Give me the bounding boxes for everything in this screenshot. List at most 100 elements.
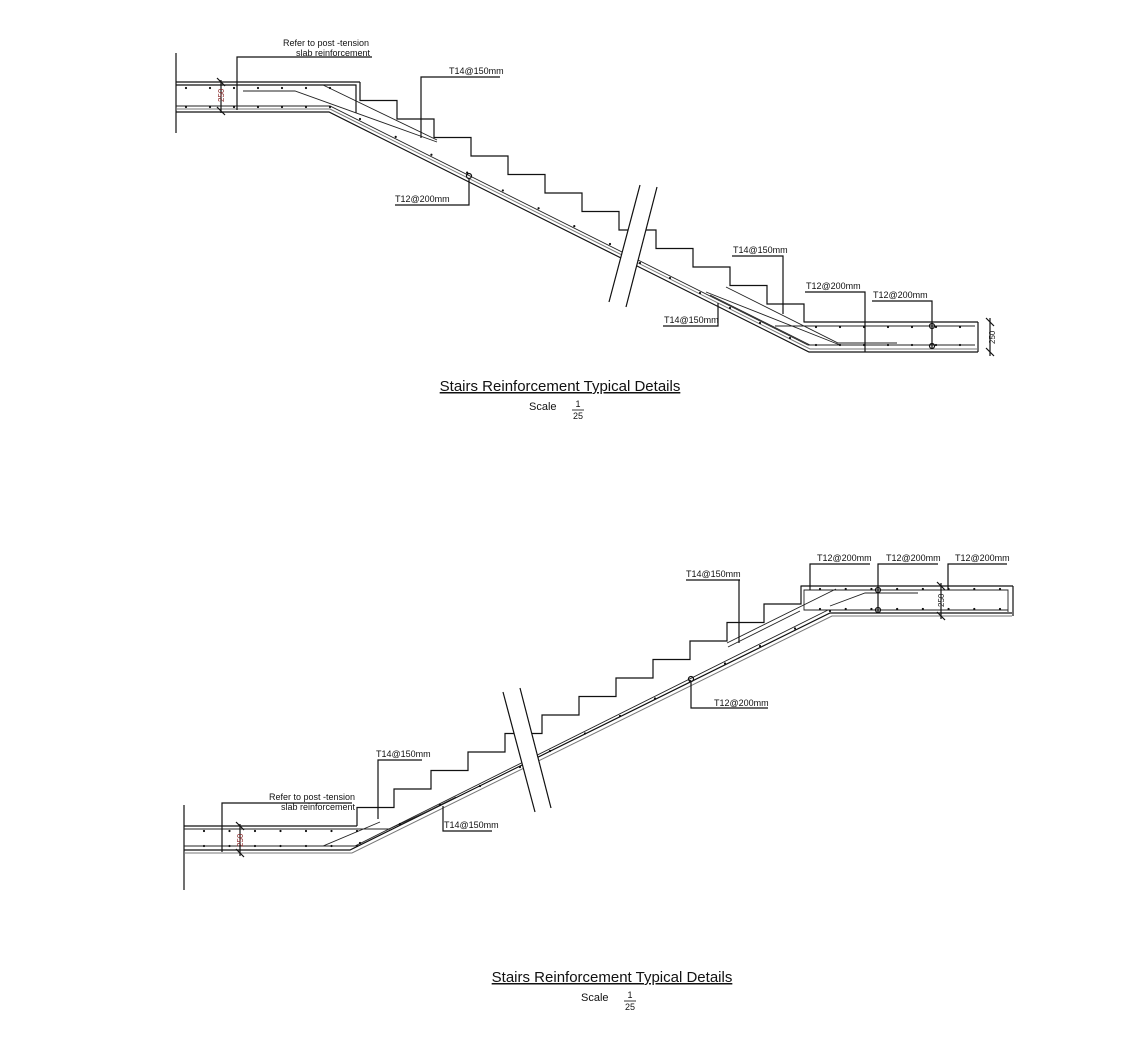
rebar-diagonal-upper	[726, 588, 837, 644]
rebar-dot	[958, 343, 962, 347]
rebar-dot	[358, 841, 362, 845]
rebar-dot	[304, 829, 308, 833]
soffit-line-outer	[176, 111, 978, 353]
rebar-dot	[328, 105, 332, 109]
label-leader	[809, 563, 870, 590]
rebar-dot	[728, 306, 732, 310]
rebar-dot	[653, 697, 657, 700]
rebar-label: T12@200mm	[395, 194, 450, 204]
rebar-dot	[548, 749, 552, 753]
rebar-dot	[788, 336, 792, 340]
soffit-line	[184, 612, 1012, 851]
rebar-dot	[896, 607, 899, 611]
rebar-dot	[828, 609, 832, 613]
rebar-dot	[304, 86, 308, 90]
rebar-dot	[998, 607, 1002, 611]
label-leader	[420, 76, 500, 138]
rebar-section-circle	[874, 606, 882, 614]
rebar-dot	[870, 607, 873, 611]
rebar-label: T12@200mm	[955, 553, 1010, 563]
rebar-dot	[814, 343, 818, 347]
rebar-label: T12@200mm	[886, 553, 941, 563]
rebar-section-circle	[874, 586, 882, 594]
rebar-dot	[838, 325, 842, 329]
rebar-dot	[698, 291, 702, 295]
rebar-section-circle	[687, 675, 695, 683]
rebar-dot	[304, 844, 308, 848]
scale-numerator: 1	[575, 399, 580, 409]
rebar-dot	[208, 86, 212, 90]
scale-denominator: 25	[625, 1002, 635, 1012]
rebar-dot	[328, 86, 332, 90]
rebar-dots	[184, 86, 962, 347]
rebar-label: T12@200mm	[714, 698, 769, 708]
stair-steps-outline	[356, 585, 802, 826]
rebar-dot	[886, 343, 890, 347]
rebar-label: T12@200mm	[817, 553, 872, 563]
rebar-section-circle	[928, 322, 936, 330]
label-leader	[732, 255, 784, 314]
rebar-bent	[263, 821, 381, 847]
rebar-dot	[280, 105, 284, 109]
rebar-dot	[279, 844, 282, 848]
note-leader	[236, 56, 372, 110]
rebar-dot	[438, 803, 442, 807]
label-leader	[377, 759, 422, 819]
rebar-dot	[202, 844, 206, 848]
break-line	[608, 184, 641, 303]
label-leader	[738, 579, 740, 643]
rebar-bent-landing	[829, 592, 918, 607]
dimension-tick	[216, 106, 226, 116]
rebar-dot	[723, 662, 727, 665]
rebar-dot	[355, 844, 359, 848]
rebar-dot	[478, 784, 482, 788]
rebar-dot	[256, 105, 260, 109]
rebar-dot	[934, 325, 938, 329]
note-text: slab reinforcement	[281, 802, 356, 812]
break-line	[502, 691, 536, 813]
label-leader	[947, 563, 1007, 590]
rebar-dot	[958, 325, 962, 329]
rebar-dot	[814, 325, 818, 329]
rebar-dot	[844, 607, 847, 611]
note-text: slab reinforcement	[296, 48, 371, 58]
rebar-dot	[280, 86, 284, 90]
label-leader	[395, 178, 470, 206]
rebar-dot	[608, 242, 612, 246]
rebar-dot	[228, 844, 231, 848]
drawing-title: Stairs Reinforcement Typical Details	[492, 969, 733, 986]
dimension-text: 250	[937, 593, 946, 607]
bottom-rebar	[176, 105, 975, 346]
rebar-dot	[184, 86, 188, 90]
rebar-dot	[638, 261, 642, 265]
rebar-dot	[886, 325, 890, 329]
break-gap	[609, 185, 657, 307]
break-line	[519, 687, 552, 809]
rebar-dot	[910, 325, 914, 329]
break-gap	[503, 688, 551, 812]
rebar-dot	[228, 829, 231, 833]
rebar-dot	[573, 225, 576, 228]
rebar-label: T14@150mm	[449, 66, 504, 76]
rebar-dot	[973, 587, 976, 591]
rebar-dot	[208, 105, 212, 109]
dimension-text: 250	[236, 833, 245, 847]
rebar-dot	[232, 105, 236, 109]
rebar-dot	[921, 607, 924, 611]
rebar-dot	[793, 627, 797, 630]
rebar-label: T14@150mm	[376, 749, 431, 759]
rebar-dot	[398, 822, 402, 826]
note-text: Refer to post -tension	[269, 792, 355, 802]
rebar-lap	[419, 796, 457, 816]
rebar-dot	[947, 607, 950, 611]
rebar-dot	[537, 207, 540, 210]
rebar-dot	[921, 587, 924, 591]
rebar-dot	[758, 644, 762, 648]
rebar-dot	[818, 607, 822, 611]
dimension-tick	[936, 611, 946, 621]
dimension-tick	[936, 581, 946, 591]
rebar-dot	[184, 105, 188, 109]
rebar-dot	[202, 829, 206, 833]
rebar-dot	[838, 343, 842, 347]
label-leader	[663, 303, 719, 327]
